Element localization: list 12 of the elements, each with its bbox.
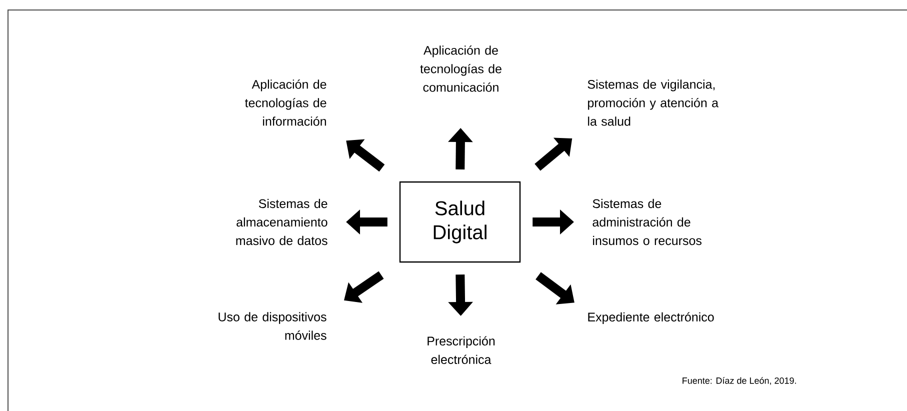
item-label: Expediente electrónico [588, 312, 714, 324]
item-label: Aplicación de tecnologías de información [245, 79, 326, 126]
item-label: Sistemas de vigilancia, promoción y atención a la salud [588, 80, 718, 126]
source-note: Fuente: Díaz de León, 2019. [682, 377, 796, 385]
block-arrow [346, 139, 385, 172]
central-box: Salud Digital [399, 181, 521, 263]
item-label: Sistemas de almacenamiento masivo de datos [236, 198, 328, 246]
item-label: Uso de dispositivos móviles [218, 312, 326, 340]
item-label: Aplicación de tecnologías de comunicación [420, 45, 502, 92]
item-label: Prescripción electrónica [428, 336, 495, 364]
item-label: Sistemas de administración de insumos o recursos [592, 198, 702, 246]
block-arrow [344, 271, 384, 303]
